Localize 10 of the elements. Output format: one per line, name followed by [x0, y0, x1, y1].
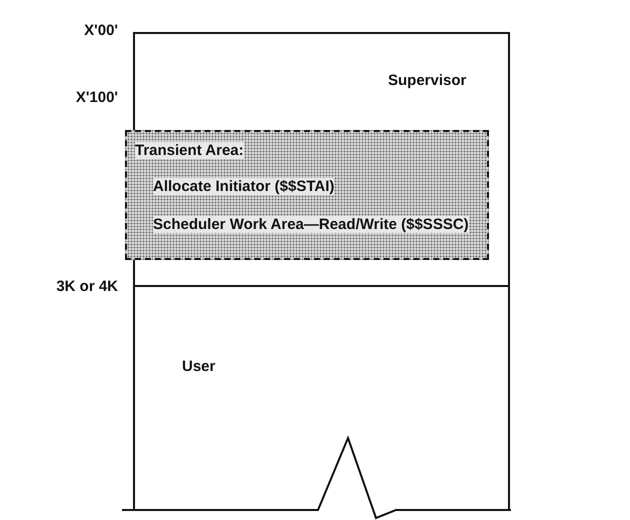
address-label: X'00': [84, 22, 118, 39]
region-label: User: [182, 358, 216, 375]
memory-region: [133, 286, 510, 510]
region-label: Scheduler Work Area—Read/Write ($$SSSC): [153, 216, 469, 233]
address-label: 3K or 4K: [56, 278, 118, 295]
region-heading: Transient Area:: [135, 142, 244, 159]
region-label: Allocate Initiator ($$STAI): [153, 178, 334, 195]
region-label: Supervisor: [388, 72, 466, 89]
transient-area-region: [125, 130, 489, 260]
address-label: X'100': [76, 89, 118, 106]
